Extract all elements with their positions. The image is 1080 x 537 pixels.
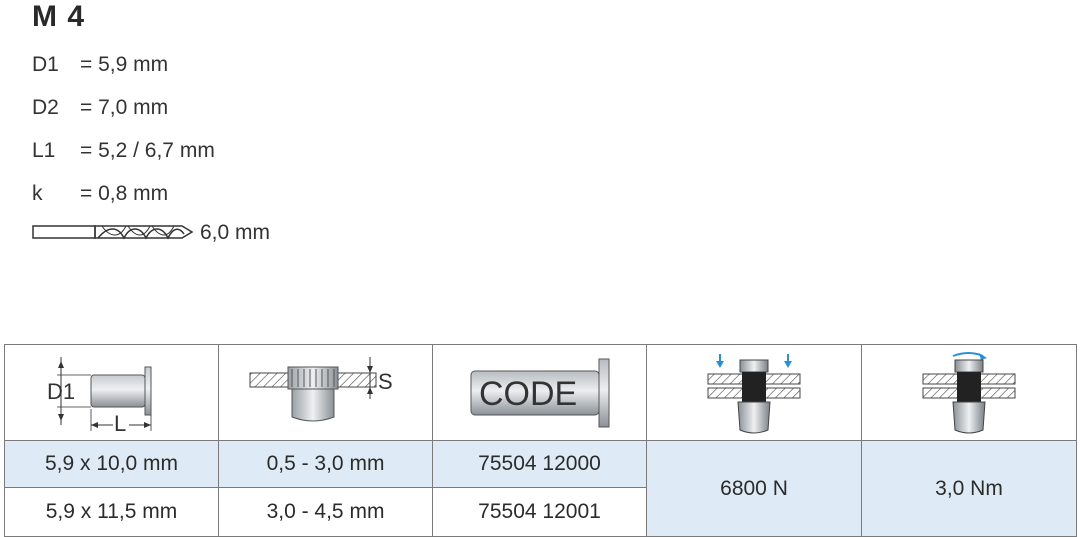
grip-header-cell: S bbox=[218, 344, 433, 441]
grip-s-label: S bbox=[378, 369, 393, 394]
spec-value: = 5,9 mm bbox=[80, 53, 169, 76]
table-row: 5,9 x 10,0 mm 0,5 - 3,0 mm 75504 12000 6… bbox=[4, 440, 1077, 537]
rivet-dimensions-icon: D1 L bbox=[47, 356, 151, 433]
torque-cell: 3,0 Nm bbox=[861, 440, 1077, 537]
code-header-cell: CODE bbox=[432, 344, 647, 441]
setting-force-icon bbox=[707, 353, 801, 433]
grip-range-icon: S bbox=[249, 356, 393, 421]
icon-header-row: D1 L bbox=[4, 344, 1077, 441]
spec-value: = 7,0 mm bbox=[80, 96, 169, 119]
grip-cell: 0,5 - 3,0 mm bbox=[218, 440, 433, 488]
page-title: M 4 bbox=[32, 0, 86, 33]
torque-icon bbox=[922, 351, 1016, 433]
drill-bit-icon bbox=[32, 225, 194, 240]
spec-value: = 5,2 / 6,7 mm bbox=[80, 139, 215, 162]
torque-header-cell bbox=[861, 344, 1077, 441]
dim-l-label: L bbox=[114, 411, 126, 433]
spec-key: k bbox=[32, 182, 43, 205]
spec-k: k = 0,8 mm bbox=[32, 182, 168, 206]
dimension-cell: 5,9 x 10,0 mm bbox=[4, 440, 219, 488]
spec-table: D1 L bbox=[4, 344, 1077, 537]
table-row: 5,9 x 11,5 mm 3,0 - 4,5 mm 75504 12001 bbox=[4, 487, 1077, 537]
force-header-cell bbox=[646, 344, 862, 441]
spec-d1: D1 = 5,9 mm bbox=[32, 53, 168, 77]
grip-cell: 3,0 - 4,5 mm bbox=[218, 487, 433, 537]
code-rivet-icon: CODE bbox=[470, 358, 609, 427]
spec-key: D2 bbox=[32, 96, 59, 119]
spec-key: L1 bbox=[32, 139, 56, 162]
spec-value: = 0,8 mm bbox=[80, 182, 169, 205]
spec-d2: D2 = 7,0 mm bbox=[32, 96, 168, 120]
code-cell: 75504 12000 bbox=[432, 440, 647, 488]
dimension-cell: 5,9 x 11,5 mm bbox=[4, 487, 219, 537]
drill-diameter: 6,0 mm bbox=[200, 221, 271, 244]
force-cell: 6800 N bbox=[646, 440, 862, 537]
code-label: CODE bbox=[479, 375, 577, 413]
code-cell: 75504 12001 bbox=[432, 487, 647, 537]
spec-l1: L1 = 5,2 / 6,7 mm bbox=[32, 139, 215, 163]
spec-key: D1 bbox=[32, 53, 59, 76]
dim-d-label: D1 bbox=[47, 379, 75, 404]
dimension-header-cell: D1 L bbox=[4, 344, 219, 441]
